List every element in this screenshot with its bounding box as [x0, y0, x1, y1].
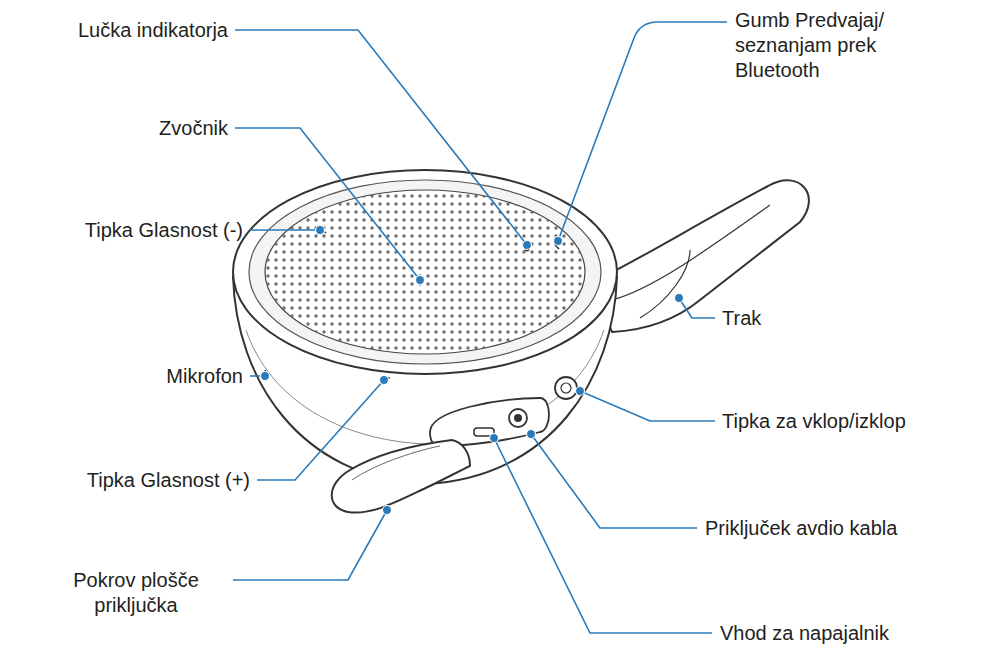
- leader-dots: [261, 226, 684, 515]
- port-cover: [332, 440, 470, 513]
- part-label: Pokrov plošče priključka: [46, 568, 226, 618]
- part-label: Gumb Predvajaj/ seznanjam prek Bluetooth: [735, 8, 910, 83]
- port-panel: [430, 398, 549, 446]
- leader-lines: [233, 22, 727, 633]
- speaker-grille: [260, 186, 590, 358]
- part-label: Priključek avdio kabla: [705, 516, 897, 541]
- part-label: Tipka Glasnost (+): [87, 468, 250, 493]
- part-label: Tipka za vklop/izklop: [722, 409, 906, 434]
- power-button-inner: [561, 383, 571, 393]
- port-cover-edge: [352, 446, 440, 480]
- part-label: Tipka Glasnost (-): [85, 218, 243, 243]
- part-label: Zvočnik: [159, 116, 228, 141]
- audio-jack-hole: [514, 414, 522, 422]
- part-label: Vhod za napajalnik: [720, 621, 889, 646]
- part-label: Mikrofon: [166, 364, 243, 389]
- strap: [592, 180, 809, 332]
- speaker-rim: [233, 170, 617, 374]
- part-label: Trak: [722, 306, 761, 331]
- power-button: [555, 377, 577, 399]
- audio-jack: [509, 409, 527, 427]
- part-label: Lučka indikatorja: [78, 18, 228, 43]
- speaker-rim-inner: [249, 180, 601, 364]
